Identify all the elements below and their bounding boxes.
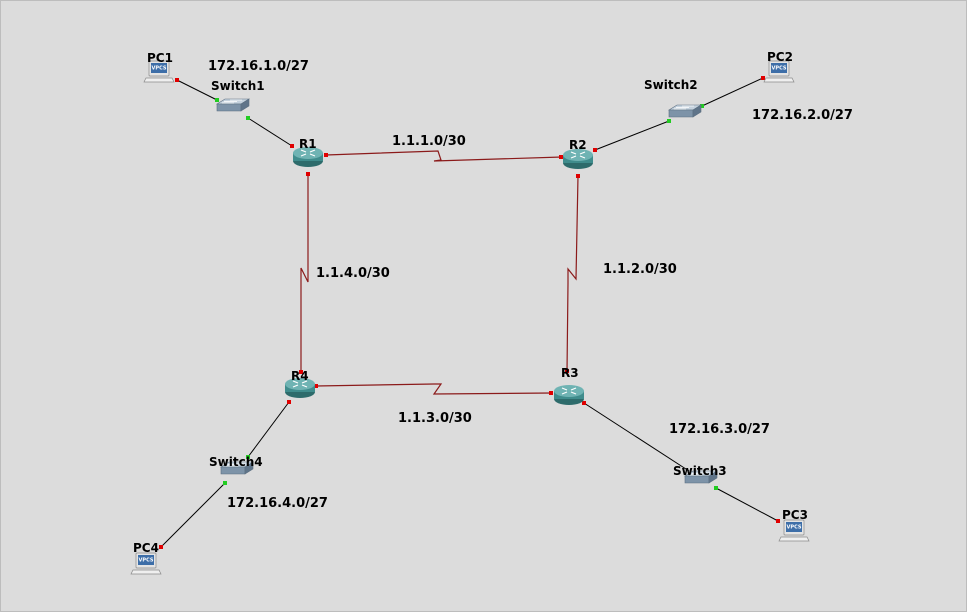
port-down-indicator [576, 174, 580, 178]
port-down-indicator [565, 369, 569, 373]
r2-node[interactable] [562, 148, 594, 170]
port-up-indicator [246, 116, 250, 120]
port-up-indicator [714, 486, 718, 490]
port-up-indicator [223, 481, 227, 485]
port-down-indicator [175, 78, 179, 82]
pc2-label: PC2 [767, 50, 793, 64]
port-down-indicator [582, 401, 586, 405]
lan2-network-label: 172.16.2.0/27 [752, 108, 853, 123]
port-up-indicator [246, 455, 250, 459]
switch1-label: Switch1 [211, 79, 265, 93]
port-up-indicator [667, 119, 671, 123]
switch1-node[interactable] [216, 98, 250, 112]
link-r2-r3[interactable] [566, 175, 579, 373]
wan-r1-r2-label: 1.1.1.0/30 [392, 134, 466, 149]
port-down-indicator [159, 545, 163, 549]
link-r3-switch3[interactable] [583, 402, 690, 472]
port-down-indicator [290, 144, 294, 148]
link-r4-switch4[interactable] [247, 401, 290, 458]
pc4-node[interactable]: VPCS [130, 552, 162, 575]
switch3-label: Switch3 [673, 464, 727, 478]
link-switch3-pc3[interactable] [715, 487, 779, 522]
pc3-label: PC3 [782, 508, 808, 522]
switch4-label: Switch4 [209, 455, 263, 469]
vpcs-badge: VPCS [152, 66, 167, 72]
port-down-indicator [549, 391, 553, 395]
r1-label: R1 [299, 137, 317, 151]
port-down-indicator [306, 172, 310, 176]
pc2-node[interactable]: VPCS [763, 60, 795, 83]
r4-label: R4 [291, 369, 309, 383]
r2-label: R2 [569, 138, 587, 152]
port-down-indicator [761, 76, 765, 80]
port-down-indicator [299, 370, 303, 374]
pc1-node[interactable]: VPCS [143, 60, 175, 83]
pc3-node[interactable]: VPCS [778, 519, 810, 542]
vpcs-badge: VPCS [772, 66, 787, 72]
port-down-indicator [287, 400, 291, 404]
switch2-label: Switch2 [644, 78, 698, 92]
link-pc2-switch2[interactable] [701, 77, 764, 107]
port-down-indicator [776, 519, 780, 523]
port-up-indicator [700, 104, 704, 108]
vpcs-badge: VPCS [139, 558, 154, 564]
link-r1-r2[interactable] [325, 150, 563, 162]
port-up-indicator [215, 98, 219, 102]
port-down-indicator [324, 153, 328, 157]
link-switch2-r2[interactable] [594, 120, 670, 151]
port-indicators [159, 76, 780, 549]
link-pc1-switch1[interactable] [176, 79, 218, 101]
link-switch1-r1[interactable] [247, 117, 293, 147]
link-r1-r4[interactable] [300, 174, 309, 373]
lan1-network-label: 172.16.1.0/27 [208, 59, 309, 74]
port-down-indicator [559, 155, 563, 159]
port-down-indicator [593, 148, 597, 152]
wan-r3-r4-label: 1.1.3.0/30 [398, 411, 472, 426]
lan3-network-label: 172.16.3.0/27 [669, 422, 770, 437]
vpcs-badge: VPCS [787, 525, 802, 531]
pc1-label: PC1 [147, 51, 173, 65]
r3-label: R3 [561, 366, 579, 380]
wan-r2-r3-label: 1.1.2.0/30 [603, 262, 677, 277]
port-down-indicator [314, 384, 318, 388]
pc4-label: PC4 [133, 541, 159, 555]
switch2-node[interactable] [668, 104, 702, 118]
r3-node[interactable] [553, 384, 585, 406]
wan-r1-r4-label: 1.1.4.0/30 [316, 266, 390, 281]
link-switch4-pc4[interactable] [160, 482, 226, 548]
link-r3-r4[interactable] [315, 383, 553, 395]
lan4-network-label: 172.16.4.0/27 [227, 496, 328, 511]
